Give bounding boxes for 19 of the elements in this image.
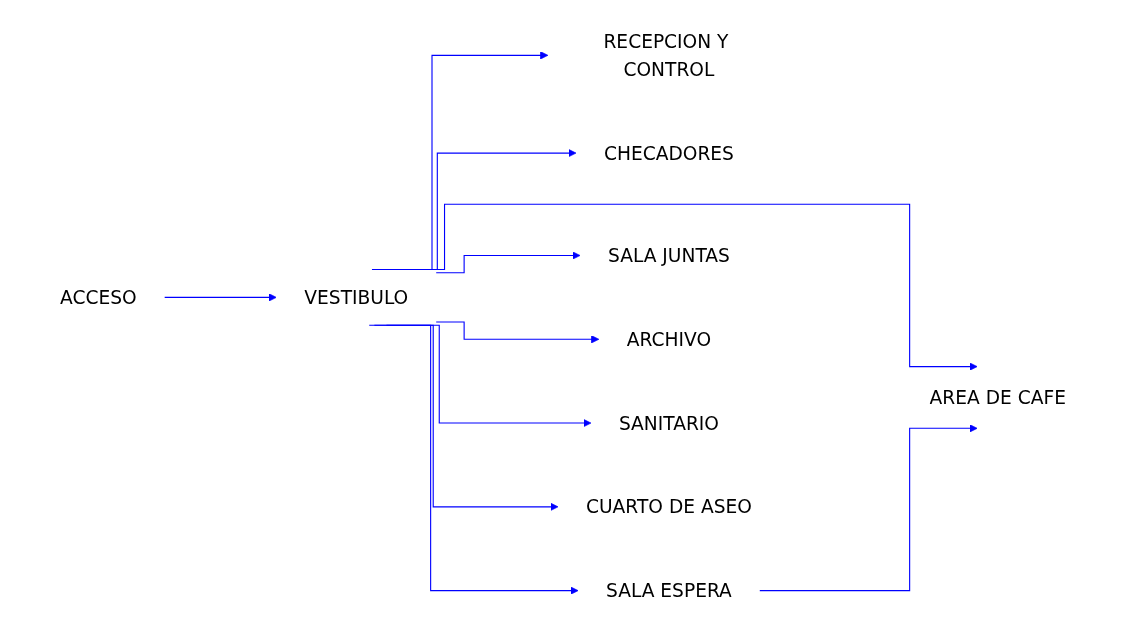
arrow bbox=[435, 321, 600, 343]
arrow bbox=[759, 423, 978, 591]
arrow bbox=[435, 250, 581, 273]
node-text: ARCHIVO bbox=[626, 327, 712, 350]
node-text: SANITARIO bbox=[618, 411, 719, 434]
arrow bbox=[396, 203, 978, 371]
node-text: CUARTO DE ASEO bbox=[585, 495, 752, 518]
node-text: AREA DE CAFE bbox=[929, 385, 1066, 409]
node-text: CHECADORES bbox=[603, 141, 734, 164]
node-text: ACCESO bbox=[60, 285, 137, 309]
node-text: RECEPCION Y CONTROL bbox=[603, 29, 729, 80]
arrow bbox=[373, 324, 559, 511]
arrow bbox=[368, 324, 579, 595]
arrow bbox=[164, 292, 277, 301]
node-text: SALA JUNTAS bbox=[607, 243, 730, 267]
node-text: VESTIBULO bbox=[304, 285, 409, 309]
arrow bbox=[382, 148, 577, 270]
arrow bbox=[371, 50, 549, 270]
node-text: SALA ESPERA bbox=[606, 578, 732, 602]
